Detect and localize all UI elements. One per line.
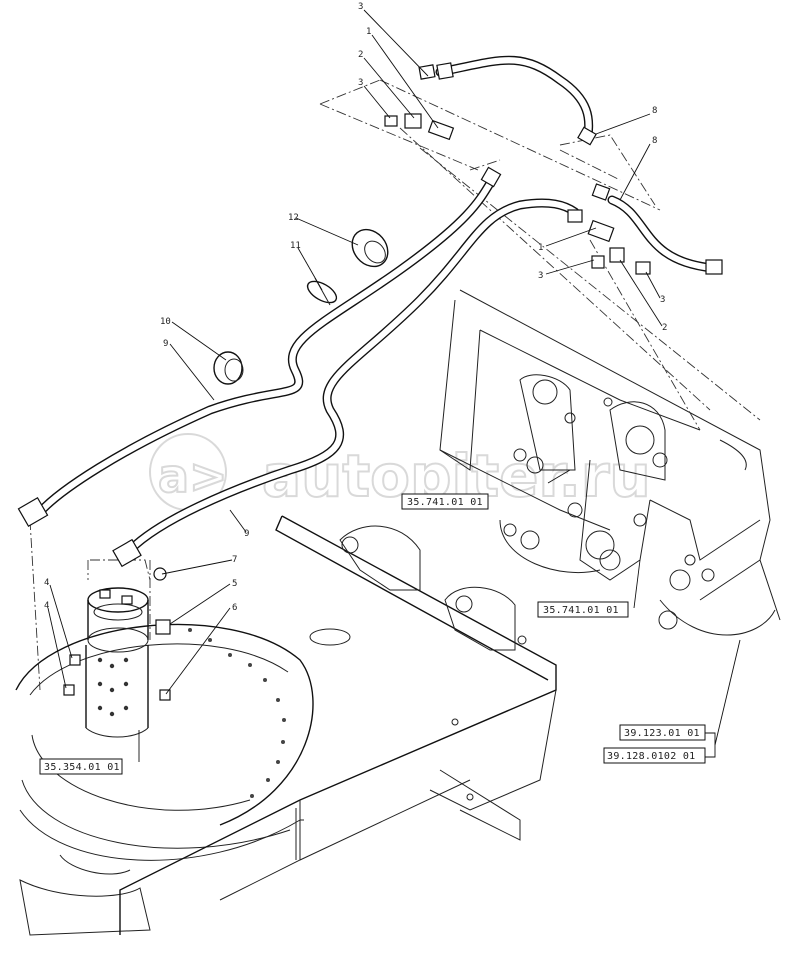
callout-4-a: 4: [44, 578, 49, 588]
part-12-seal: [351, 228, 389, 268]
ref-label-upper: 35.741.01 01: [407, 497, 483, 508]
callout-numbers: 3 1 2 3 8 8 12 11 10 9 1 3 3 2 9 7 5 6 4…: [44, 2, 667, 613]
hose-main-9-b: [125, 198, 580, 555]
ref-label-frame-a: 39.123.01 01: [624, 728, 700, 739]
callout-1-mid: 1: [538, 243, 543, 253]
part-11-clip: [306, 277, 338, 306]
hose-main-9-a: [35, 175, 497, 517]
callout-6: 6: [232, 603, 237, 613]
callout-9-low: 9: [244, 529, 249, 539]
swivel-joint: [85, 587, 149, 738]
callout-3-mid: 3: [538, 271, 543, 281]
callout-3-right: 3: [660, 295, 665, 305]
callout-5: 5: [232, 579, 237, 589]
callout-11: 11: [290, 241, 301, 251]
callout-3-top: 3: [358, 2, 363, 12]
callout-12: 12: [288, 213, 299, 223]
ref-label-swivel: 35.354.01 01: [44, 762, 120, 773]
ref-box-lower[interactable]: 35.741.01 01: [537, 601, 629, 618]
ref-label-frame-b: 39.128.0102 01: [607, 751, 696, 762]
callout-7: 7: [232, 555, 237, 565]
chassis-plate: [119, 515, 557, 935]
callout-4-b: 4: [44, 601, 49, 611]
callout-3-b: 3: [358, 78, 363, 88]
fittings: [17, 62, 723, 701]
slew-ring: [15, 623, 314, 936]
callout-1-top: 1: [366, 27, 371, 37]
callout-8-a: 8: [652, 106, 657, 116]
callout-9: 9: [163, 339, 168, 349]
ref-box-swivel[interactable]: 35.354.01 01: [39, 758, 123, 775]
callout-8-b: 8: [652, 136, 657, 146]
ref-box-frame-b[interactable]: 39.128.0102 01: [603, 747, 706, 764]
ref-box-frame-a[interactable]: 39.123.01 01: [619, 724, 706, 741]
ref-box-upper[interactable]: 35.741.01 01: [401, 493, 489, 510]
hose-right-8: [607, 195, 717, 273]
ref-label-lower: 35.741.01 01: [543, 605, 619, 616]
callout-2-right: 2: [662, 323, 667, 333]
callout-10: 10: [160, 317, 171, 327]
part-10-sleeve: [213, 351, 244, 385]
hose-upper-8: [435, 55, 594, 140]
boom-frame: [439, 289, 781, 636]
callout-2-top: 2: [358, 50, 363, 60]
leader-lines: [47, 9, 741, 762]
dashed-guides: [29, 79, 761, 691]
